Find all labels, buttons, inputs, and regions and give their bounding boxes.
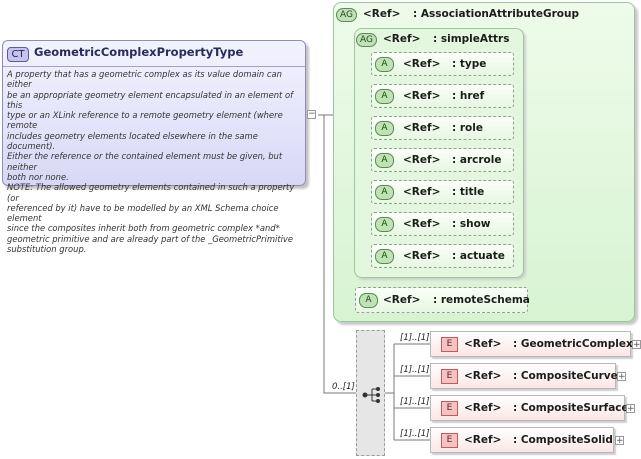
attribute-arcrole[interactable]: A <Ref> : arcrole	[371, 148, 514, 172]
attribute-badge: A	[375, 153, 394, 168]
attribute-badge: A	[375, 249, 394, 264]
attribute-group-ref: <Ref>	[363, 8, 401, 20]
attribute-badge: A	[375, 57, 394, 72]
element-composite-surface[interactable]: E <Ref> : CompositeSurface	[430, 395, 629, 421]
complex-type-divider	[3, 66, 305, 67]
element-composite-curve[interactable]: E <Ref> : CompositeCurve	[430, 363, 618, 389]
element-ref: <Ref>	[464, 338, 502, 350]
attribute-ref: <Ref>	[403, 250, 441, 262]
attribute-ref: <Ref>	[403, 90, 441, 102]
attribute-name: : role	[452, 122, 483, 134]
attribute-ref: <Ref>	[403, 122, 441, 134]
complex-type-badge: CT	[7, 47, 29, 62]
element-cardinality: [1]..[1]	[400, 365, 430, 375]
attribute-name: : show	[452, 218, 491, 230]
element-badge: E	[441, 433, 458, 448]
element-badge: E	[441, 369, 458, 384]
attribute-badge: A	[375, 185, 394, 200]
element-ref: <Ref>	[464, 370, 502, 382]
element-badge: E	[441, 337, 458, 352]
element-name: : CompositeSolid	[513, 434, 613, 446]
attribute-ref: <Ref>	[383, 294, 421, 306]
attribute-ref: <Ref>	[403, 218, 441, 230]
complex-type-documentation: A property that has a geometric complex …	[7, 69, 295, 255]
element-cardinality: [1]..[1]	[400, 397, 430, 407]
element-name: : GeometricComplex	[513, 338, 633, 350]
attribute-ref: <Ref>	[403, 186, 441, 198]
attribute-name: : href	[452, 90, 485, 102]
attribute-role[interactable]: A <Ref> : role	[371, 116, 514, 140]
choice-cardinality: 0..[1]	[332, 382, 355, 392]
simple-attrs-badge: AG	[356, 33, 377, 47]
attribute-name: : title	[452, 186, 485, 198]
attribute-group-name: : AssociationAttributeGroup	[413, 8, 579, 20]
choice-compositor[interactable]	[356, 330, 385, 456]
element-name: : CompositeCurve	[513, 370, 618, 382]
collapse-toggle-icon[interactable]: −	[307, 109, 316, 119]
attribute-badge: A	[375, 217, 394, 232]
attribute-name: : arcrole	[452, 154, 502, 166]
expand-plus-icon[interactable]: +	[617, 372, 626, 382]
simple-attrs-ref: <Ref>	[383, 33, 421, 45]
attribute-group-badge: AG	[336, 8, 357, 22]
attribute-ref: <Ref>	[403, 154, 441, 166]
attribute-ref: <Ref>	[403, 58, 441, 70]
attribute-name: : remoteSchema	[433, 294, 530, 306]
complex-type-box[interactable]	[2, 40, 306, 186]
attribute-href[interactable]: A <Ref> : href	[371, 84, 514, 108]
expand-plus-icon[interactable]: +	[615, 436, 624, 446]
element-name: : CompositeSurface	[513, 402, 629, 414]
attribute-remote-schema[interactable]: A <Ref> : remoteSchema	[355, 287, 530, 313]
element-ref: <Ref>	[464, 402, 502, 414]
complex-type-name: GeometricComplexPropertyType	[34, 45, 244, 59]
element-cardinality: [1]..[1]	[400, 333, 430, 343]
attribute-badge: A	[375, 121, 394, 136]
attribute-name: : actuate	[452, 250, 505, 262]
attribute-show[interactable]: A <Ref> : show	[371, 212, 514, 236]
expand-plus-icon[interactable]: +	[626, 404, 635, 414]
element-ref: <Ref>	[464, 434, 502, 446]
attribute-title[interactable]: A <Ref> : title	[371, 180, 514, 204]
attribute-type[interactable]: A <Ref> : type	[371, 52, 514, 76]
attribute-badge: A	[359, 293, 378, 308]
attribute-actuate[interactable]: A <Ref> : actuate	[371, 244, 514, 268]
element-badge: E	[441, 401, 458, 416]
element-composite-solid[interactable]: E <Ref> : CompositeSolid	[430, 427, 614, 453]
element-cardinality: [1]..[1]	[400, 429, 430, 439]
choice-icon	[362, 387, 380, 403]
attribute-name: : type	[452, 58, 487, 70]
expand-plus-icon[interactable]: +	[632, 340, 641, 350]
simple-attrs-name: : simpleAttrs	[433, 33, 510, 45]
element-geometric-complex[interactable]: E <Ref> : GeometricComplex	[430, 331, 633, 357]
connector-ct-trunk	[318, 114, 356, 394]
attribute-badge: A	[375, 89, 394, 104]
